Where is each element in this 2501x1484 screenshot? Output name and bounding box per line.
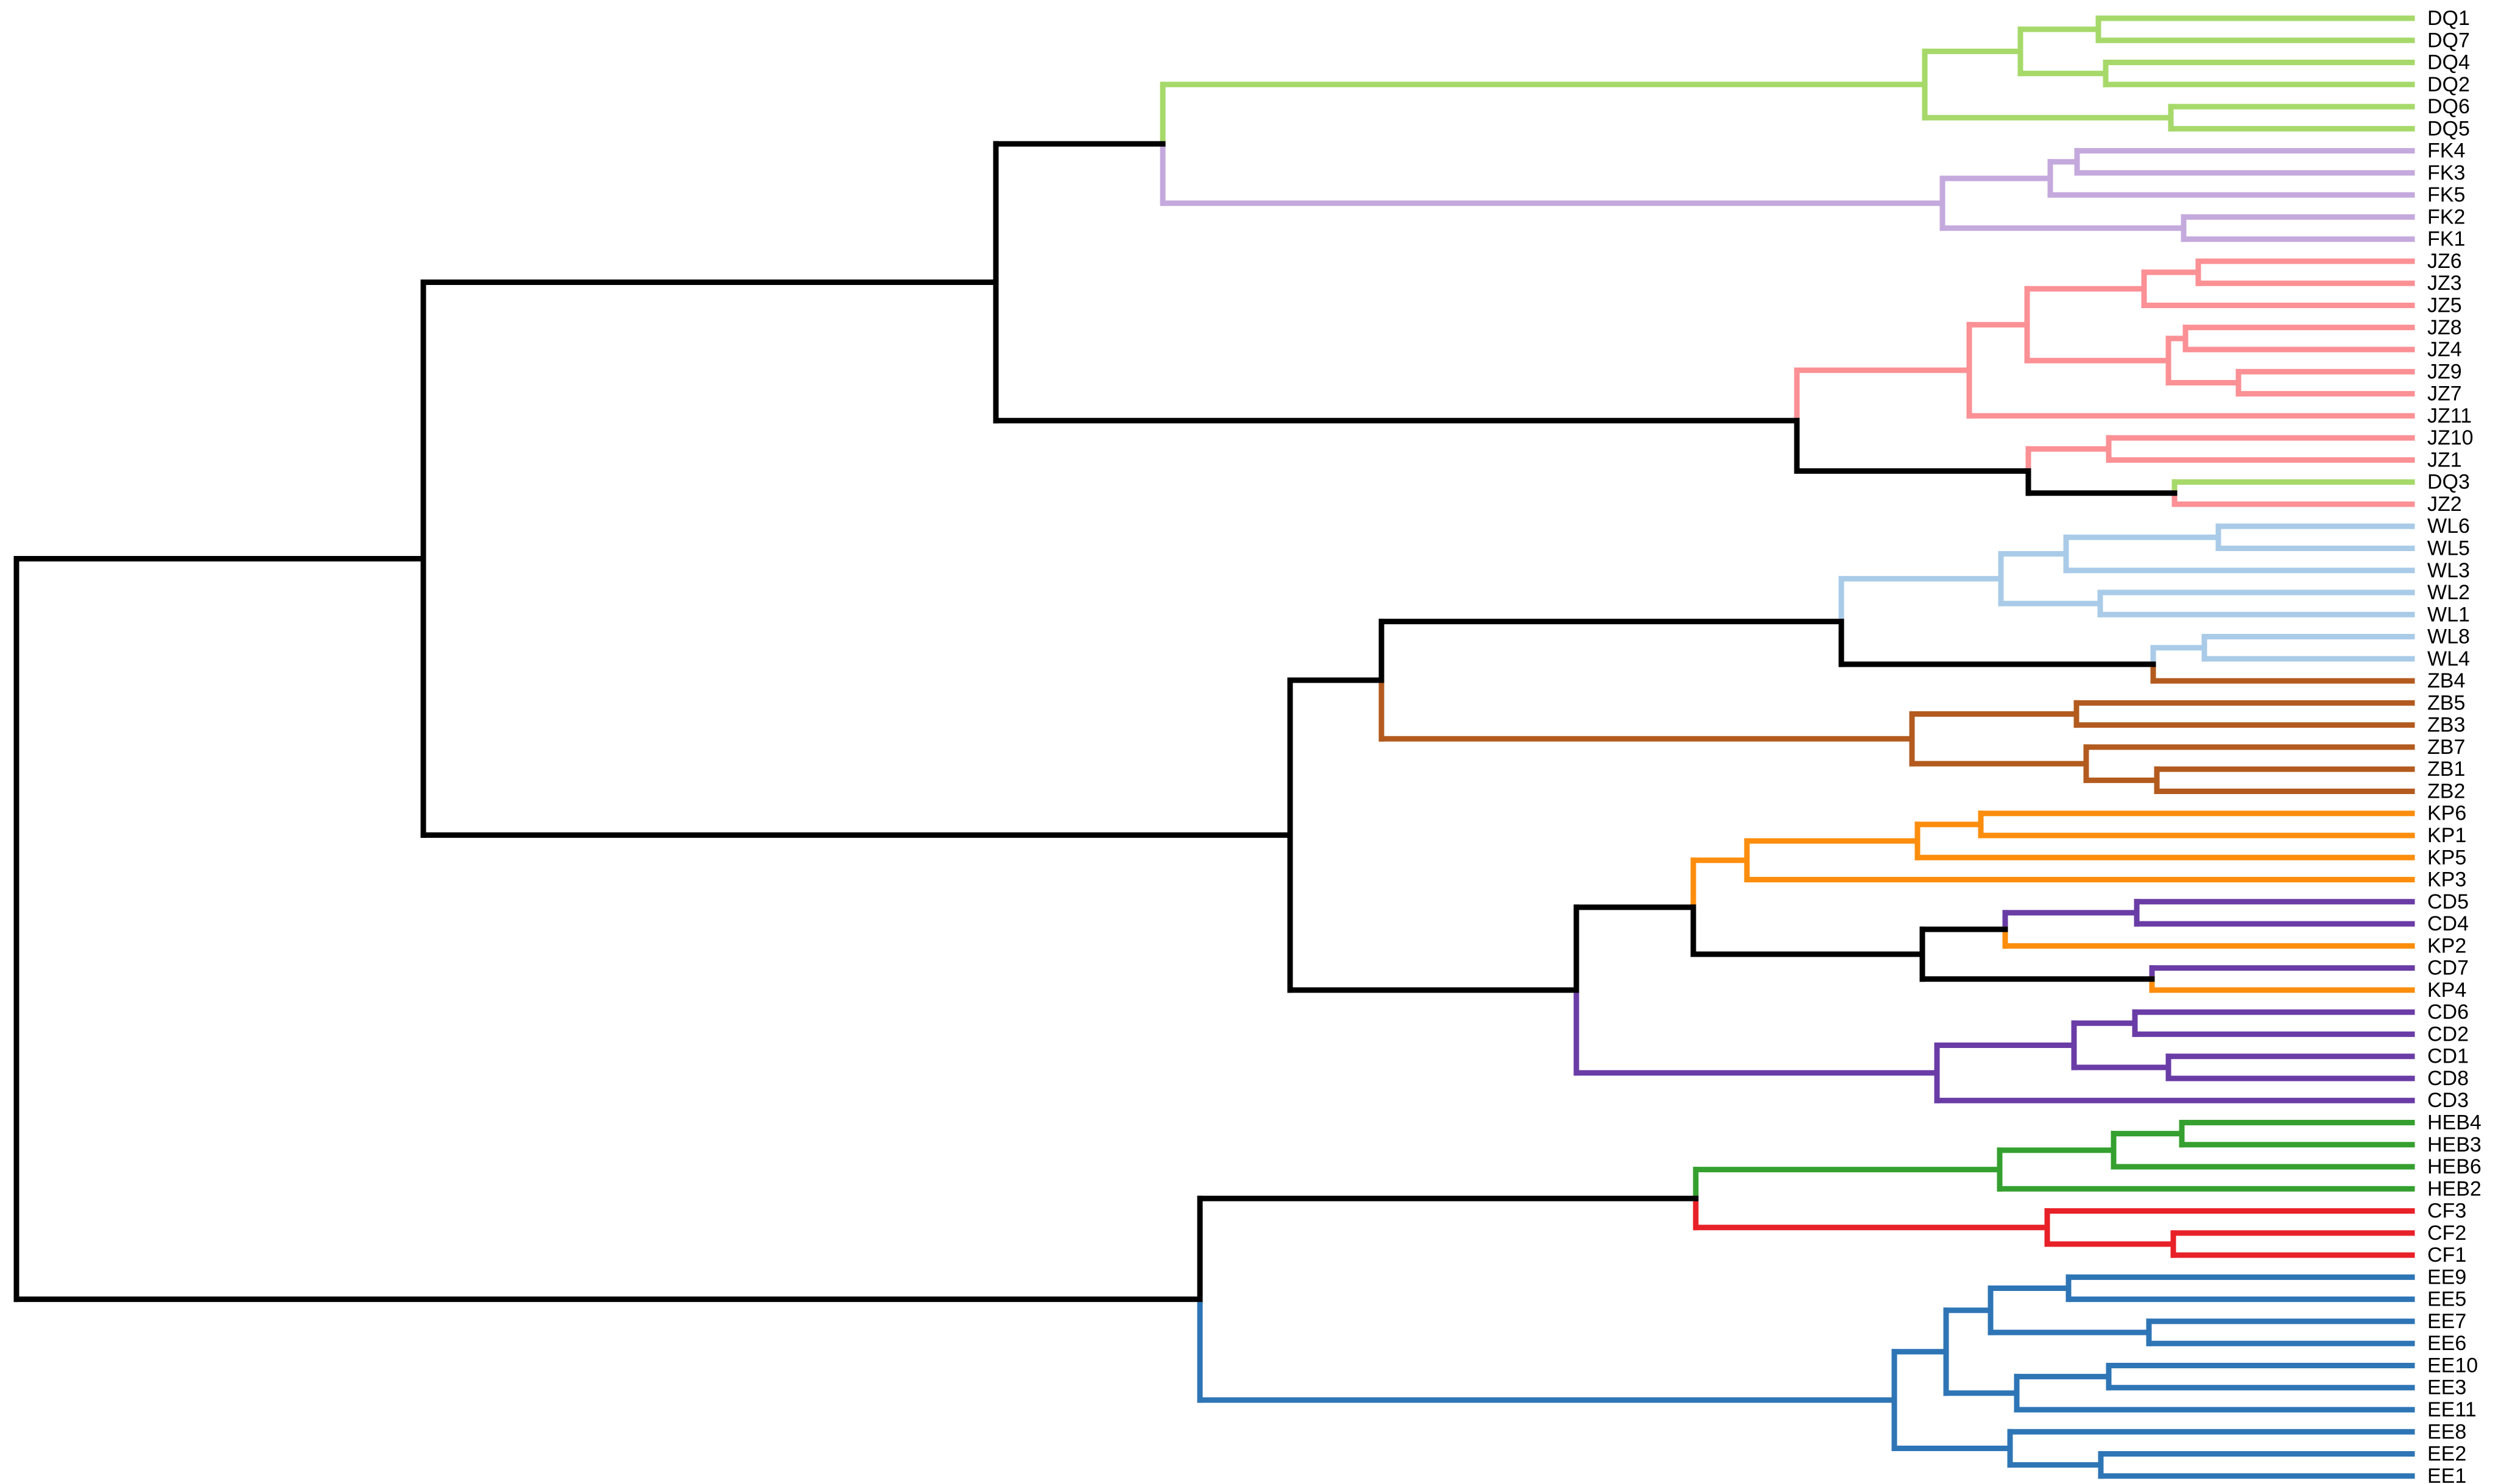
leaf-label-ZB4: ZB4: [2427, 669, 2465, 692]
leaf-label-HEB3: HEB3: [2427, 1133, 2482, 1156]
leaf-label-DQ2: DQ2: [2427, 73, 2470, 96]
leaf-label-FK2: FK2: [2427, 205, 2465, 228]
leaf-label-KP5: KP5: [2427, 846, 2466, 869]
leaf-label-DQ1: DQ1: [2427, 7, 2470, 30]
leaf-label-EE6: EE6: [2427, 1332, 2466, 1355]
leaf-label-CF2: CF2: [2427, 1222, 2466, 1245]
leaf-label-CD3: CD3: [2427, 1089, 2469, 1112]
leaf-label-WL2: WL2: [2427, 581, 2470, 604]
leaf-label-KP4: KP4: [2427, 979, 2466, 1002]
leaf-label-JZ6: JZ6: [2427, 250, 2462, 273]
leaf-label-CF3: CF3: [2427, 1200, 2466, 1223]
leaf-label-EE1: EE1: [2427, 1465, 2466, 1484]
leaf-label-ZB3: ZB3: [2427, 714, 2465, 737]
leaf-label-FK5: FK5: [2427, 183, 2465, 206]
leaf-label-CD2: CD2: [2427, 1022, 2469, 1046]
leaf-label-EE7: EE7: [2427, 1310, 2466, 1333]
leaf-label-EE8: EE8: [2427, 1420, 2466, 1443]
leaf-label-CD1: CD1: [2427, 1045, 2469, 1068]
leaf-label-HEB6: HEB6: [2427, 1155, 2482, 1178]
leaf-label-DQ7: DQ7: [2427, 29, 2470, 52]
leaf-label-EE5: EE5: [2427, 1288, 2466, 1311]
leaf-label-JZ9: JZ9: [2427, 360, 2462, 383]
leaf-label-EE11: EE11: [2427, 1398, 2477, 1421]
leaf-label-JZ2: JZ2: [2427, 493, 2462, 516]
leaf-label-HEB4: HEB4: [2427, 1111, 2482, 1134]
leaf-label-CF1: CF1: [2427, 1243, 2466, 1267]
leaf-label-WL8: WL8: [2427, 625, 2470, 649]
leaf-label-EE3: EE3: [2427, 1376, 2466, 1399]
leaf-label-ZB5: ZB5: [2427, 691, 2465, 714]
leaf-label-EE10: EE10: [2427, 1354, 2478, 1377]
leaf-label-DQ5: DQ5: [2427, 117, 2470, 140]
leaf-label-FK1: FK1: [2427, 228, 2465, 251]
leaf-label-CD5: CD5: [2427, 890, 2469, 913]
leaf-label-WL1: WL1: [2427, 603, 2470, 626]
leaf-label-JZ5: JZ5: [2427, 294, 2462, 317]
leaf-label-KP6: KP6: [2427, 802, 2466, 825]
leaf-label-DQ6: DQ6: [2427, 95, 2470, 118]
leaf-label-HEB2: HEB2: [2427, 1177, 2482, 1200]
leaf-label-KP2: KP2: [2427, 934, 2466, 957]
leaf-label-KP1: KP1: [2427, 824, 2466, 847]
leaf-label-DQ3: DQ3: [2427, 471, 2470, 494]
leaf-label-WL5: WL5: [2427, 536, 2470, 560]
leaf-label-JZ10: JZ10: [2427, 426, 2474, 449]
leaf-label-DQ4: DQ4: [2427, 51, 2470, 74]
leaf-label-JZ4: JZ4: [2427, 338, 2462, 361]
leaf-label-FK3: FK3: [2427, 161, 2465, 185]
leaf-label-EE2: EE2: [2427, 1443, 2466, 1466]
leaf-label-CD6: CD6: [2427, 1000, 2469, 1024]
leaf-label-ZB1: ZB1: [2427, 758, 2465, 781]
leaf-label-JZ7: JZ7: [2427, 382, 2462, 406]
leaf-label-FK4: FK4: [2427, 139, 2465, 163]
leaf-label-JZ3: JZ3: [2427, 272, 2462, 295]
leaf-label-CD8: CD8: [2427, 1067, 2469, 1090]
leaf-label-ZB2: ZB2: [2427, 779, 2465, 803]
leaf-label-KP3: KP3: [2427, 868, 2466, 891]
leaf-label-WL4: WL4: [2427, 647, 2470, 670]
leaf-label-EE9: EE9: [2427, 1265, 2466, 1289]
leaf-label-JZ8: JZ8: [2427, 316, 2462, 339]
leaf-label-CD4: CD4: [2427, 912, 2469, 935]
leaf-label-JZ1: JZ1: [2427, 448, 2462, 471]
leaf-label-WL3: WL3: [2427, 559, 2470, 582]
leaf-label-JZ11: JZ11: [2427, 404, 2472, 427]
leaf-label-ZB7: ZB7: [2427, 736, 2465, 759]
leaf-label-WL6: WL6: [2427, 515, 2470, 538]
leaf-label-CD7: CD7: [2427, 957, 2469, 980]
